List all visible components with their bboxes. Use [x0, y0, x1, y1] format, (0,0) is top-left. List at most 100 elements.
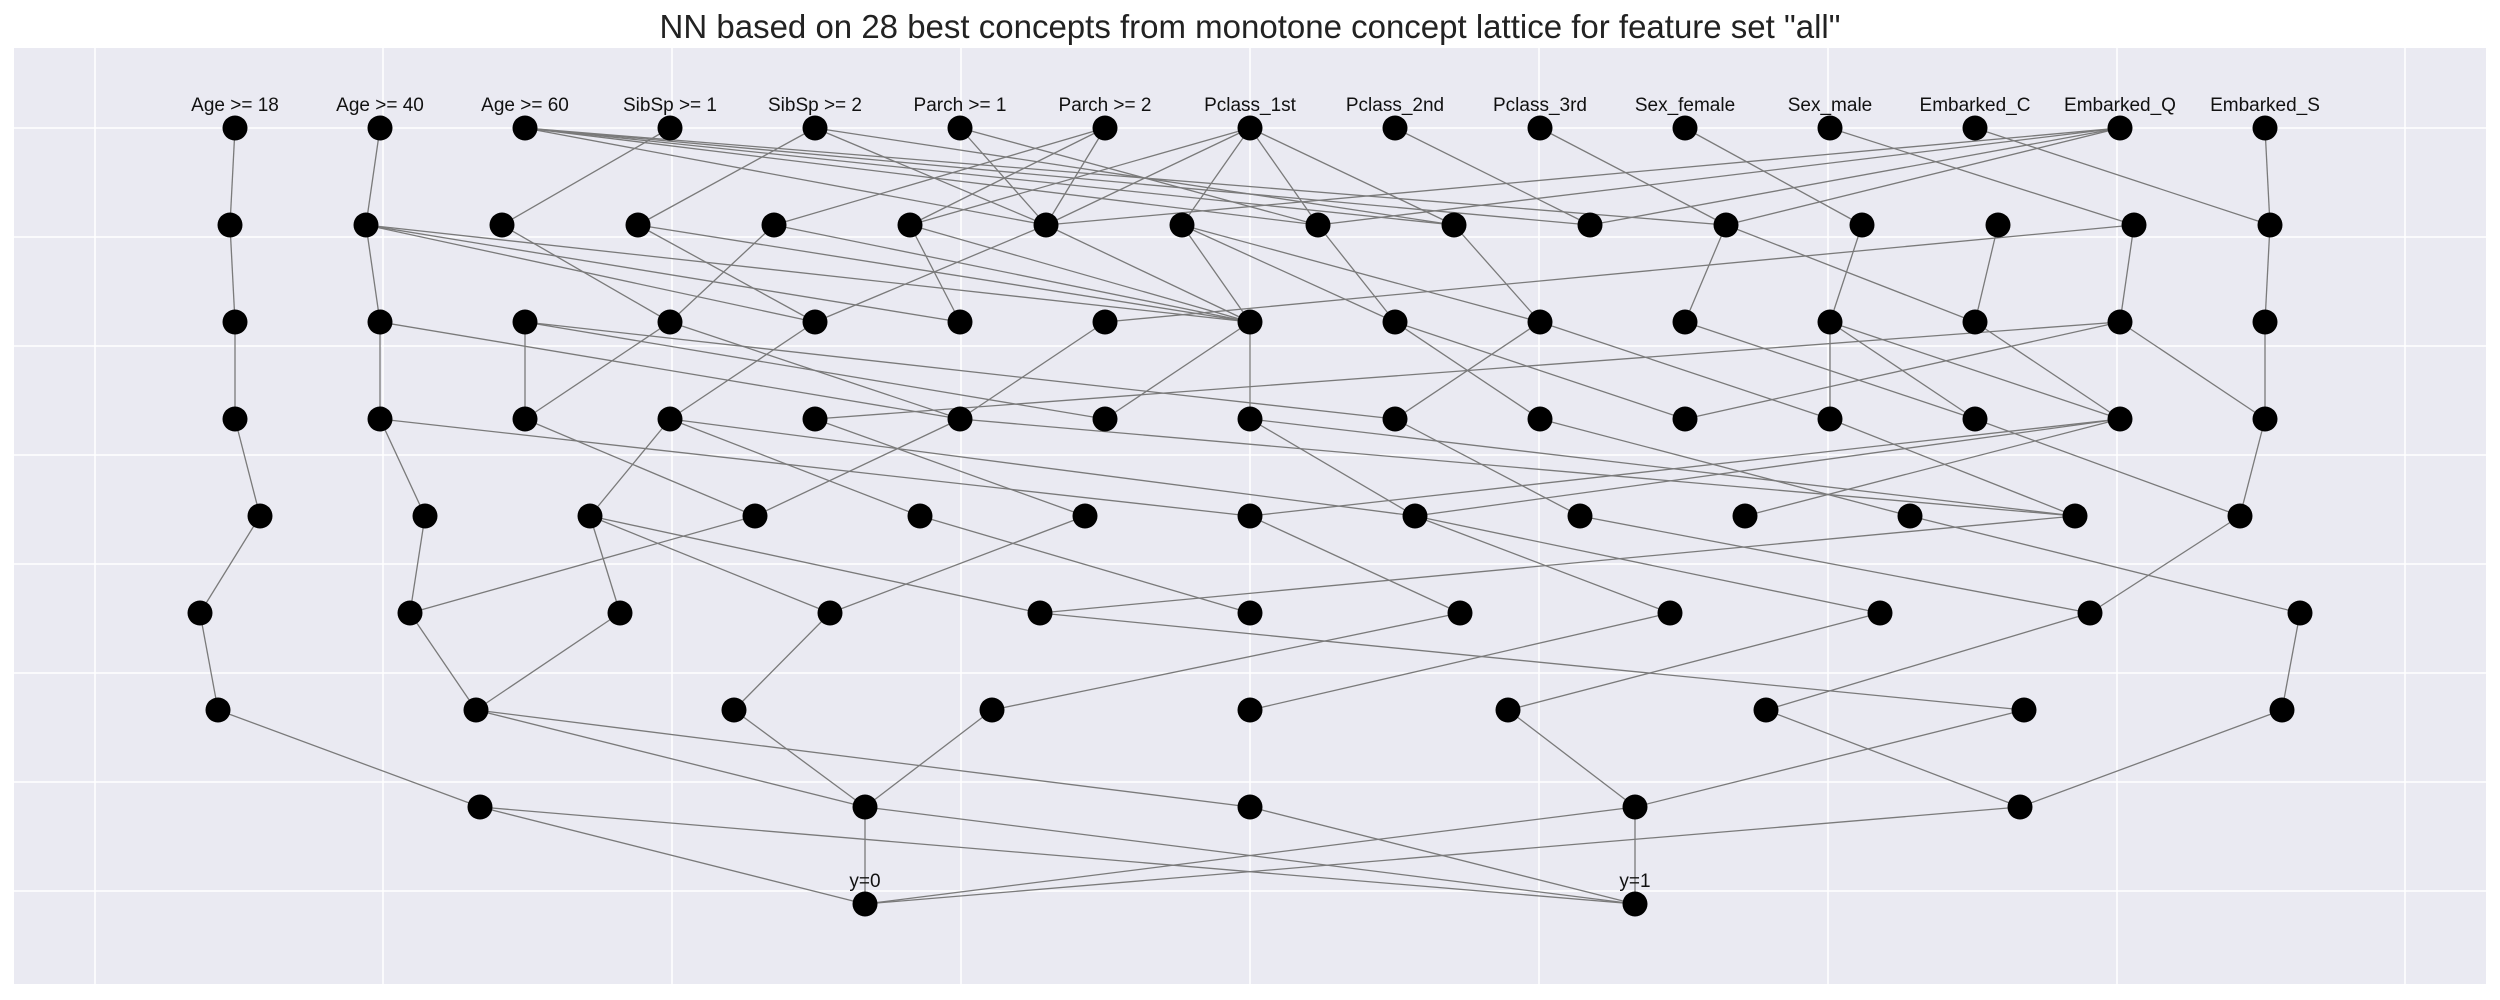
- lattice-edge: [229, 224, 236, 323]
- concept-node: [1237, 406, 1263, 432]
- lattice-edge: [1634, 709, 2025, 808]
- concept-node: [1237, 697, 1263, 723]
- node-label: y=0: [849, 871, 880, 892]
- concept-node: [2077, 600, 2103, 626]
- concept-node: [367, 115, 393, 141]
- concept-node: [2121, 212, 2147, 238]
- lattice-edge: [524, 418, 756, 517]
- lattice-edge: [1579, 515, 2091, 614]
- lattice-edge: [1744, 418, 2121, 517]
- lattice-edge: [991, 612, 1461, 711]
- lattice-edge: [1974, 418, 2241, 517]
- lattice-edge: [909, 224, 1251, 323]
- lattice-edge: [1317, 127, 2121, 226]
- lattice-edge: [524, 127, 1455, 226]
- node-label: SibSp >= 2: [768, 95, 862, 116]
- lattice-edge: [637, 224, 816, 323]
- lattice-edge: [475, 709, 866, 808]
- lattice-edge: [2119, 224, 2135, 323]
- lattice-edge: [1181, 224, 1251, 323]
- lattice-edge: [1684, 321, 2121, 420]
- concept-node: [1897, 503, 1923, 529]
- lattice-edge: [637, 224, 1251, 323]
- concept-node: [607, 600, 633, 626]
- concept-node: [1237, 503, 1263, 529]
- concept-node: [1092, 115, 1118, 141]
- lattice-edge: [1394, 127, 1591, 226]
- concept-node: [512, 309, 538, 335]
- diagram-title: NN based on 28 best concepts from monoto…: [659, 8, 1841, 45]
- lattice-edge: [589, 515, 831, 614]
- lattice-edge: [365, 224, 381, 323]
- concept-node: [2107, 406, 2133, 432]
- concept-node: [1495, 697, 1521, 723]
- concept-node: [467, 794, 493, 820]
- lattice-edge: [637, 127, 816, 226]
- lattice-edge: [1589, 127, 2121, 226]
- lattice-edge: [409, 515, 426, 614]
- concept-node: [947, 406, 973, 432]
- lattice-edge: [1974, 321, 2121, 420]
- concept-node: [721, 697, 747, 723]
- node-label: Age >= 60: [481, 95, 569, 116]
- lattice-edge: [1394, 321, 1686, 420]
- concept-node: [1237, 600, 1263, 626]
- concept-node: [2269, 697, 2295, 723]
- lattice-edge: [1829, 418, 2076, 517]
- concept-node: [625, 212, 651, 238]
- lattice-edge: [773, 224, 1251, 323]
- lattice-edge: [524, 321, 671, 420]
- lattice-edge: [1039, 515, 2076, 614]
- concept-node: [512, 115, 538, 141]
- concept-node: [802, 309, 828, 335]
- concept-node: [1622, 794, 1648, 820]
- concept-node: [1237, 794, 1263, 820]
- concept-node: [852, 891, 878, 917]
- lattice-edge: [1317, 224, 1396, 323]
- lattice-edge: [1539, 418, 1911, 517]
- lattice-edge: [1045, 127, 1251, 226]
- node-label: Age >= 18: [191, 95, 279, 116]
- lattice-edge: [1181, 224, 1396, 323]
- lattice-edge: [1684, 224, 1727, 323]
- concept-node: [1867, 600, 1893, 626]
- concept-node: [1402, 503, 1428, 529]
- concept-node: [1817, 406, 1843, 432]
- lattice-edge: [814, 321, 2121, 420]
- concept-node: [1985, 212, 2011, 238]
- node-label: Parch >= 1: [914, 95, 1007, 116]
- concept-node: [802, 406, 828, 432]
- node-label: Pclass_3rd: [1493, 95, 1587, 116]
- lattice-edge: [909, 224, 961, 323]
- concept-node: [817, 600, 843, 626]
- lattice-edge: [1249, 127, 1455, 226]
- lattice-edge: [501, 127, 671, 226]
- lattice-edge: [1045, 224, 1251, 323]
- lattice-edge: [2019, 709, 2283, 808]
- lattice-edge: [669, 418, 1416, 517]
- lattice-edge: [229, 127, 236, 226]
- lattice-edge: [959, 127, 1047, 226]
- concept-node: [222, 309, 248, 335]
- concept-node: [217, 212, 243, 238]
- lattice-edge: [1249, 515, 1461, 614]
- concept-node: [205, 697, 231, 723]
- lattice-edge: [234, 418, 261, 517]
- lattice-edge: [864, 806, 1636, 905]
- node-label: Pclass_2nd: [1346, 95, 1444, 116]
- node-label: Sex_male: [1788, 95, 1873, 116]
- lattice-edge: [1453, 224, 1541, 323]
- concept-node: [1441, 212, 1467, 238]
- lattice-edge: [814, 224, 1047, 323]
- concept-node: [1753, 697, 1779, 723]
- lattice-edge: [1249, 418, 2121, 517]
- concept-node: [2287, 600, 2313, 626]
- lattice-edge: [733, 612, 831, 711]
- lattice-edge: [1765, 709, 2021, 808]
- concept-node: [2252, 406, 2278, 432]
- lattice-edge: [379, 418, 1251, 517]
- lattice-edge: [524, 127, 1727, 226]
- lattice-edge: [2089, 515, 2241, 614]
- concept-node: [1382, 406, 1408, 432]
